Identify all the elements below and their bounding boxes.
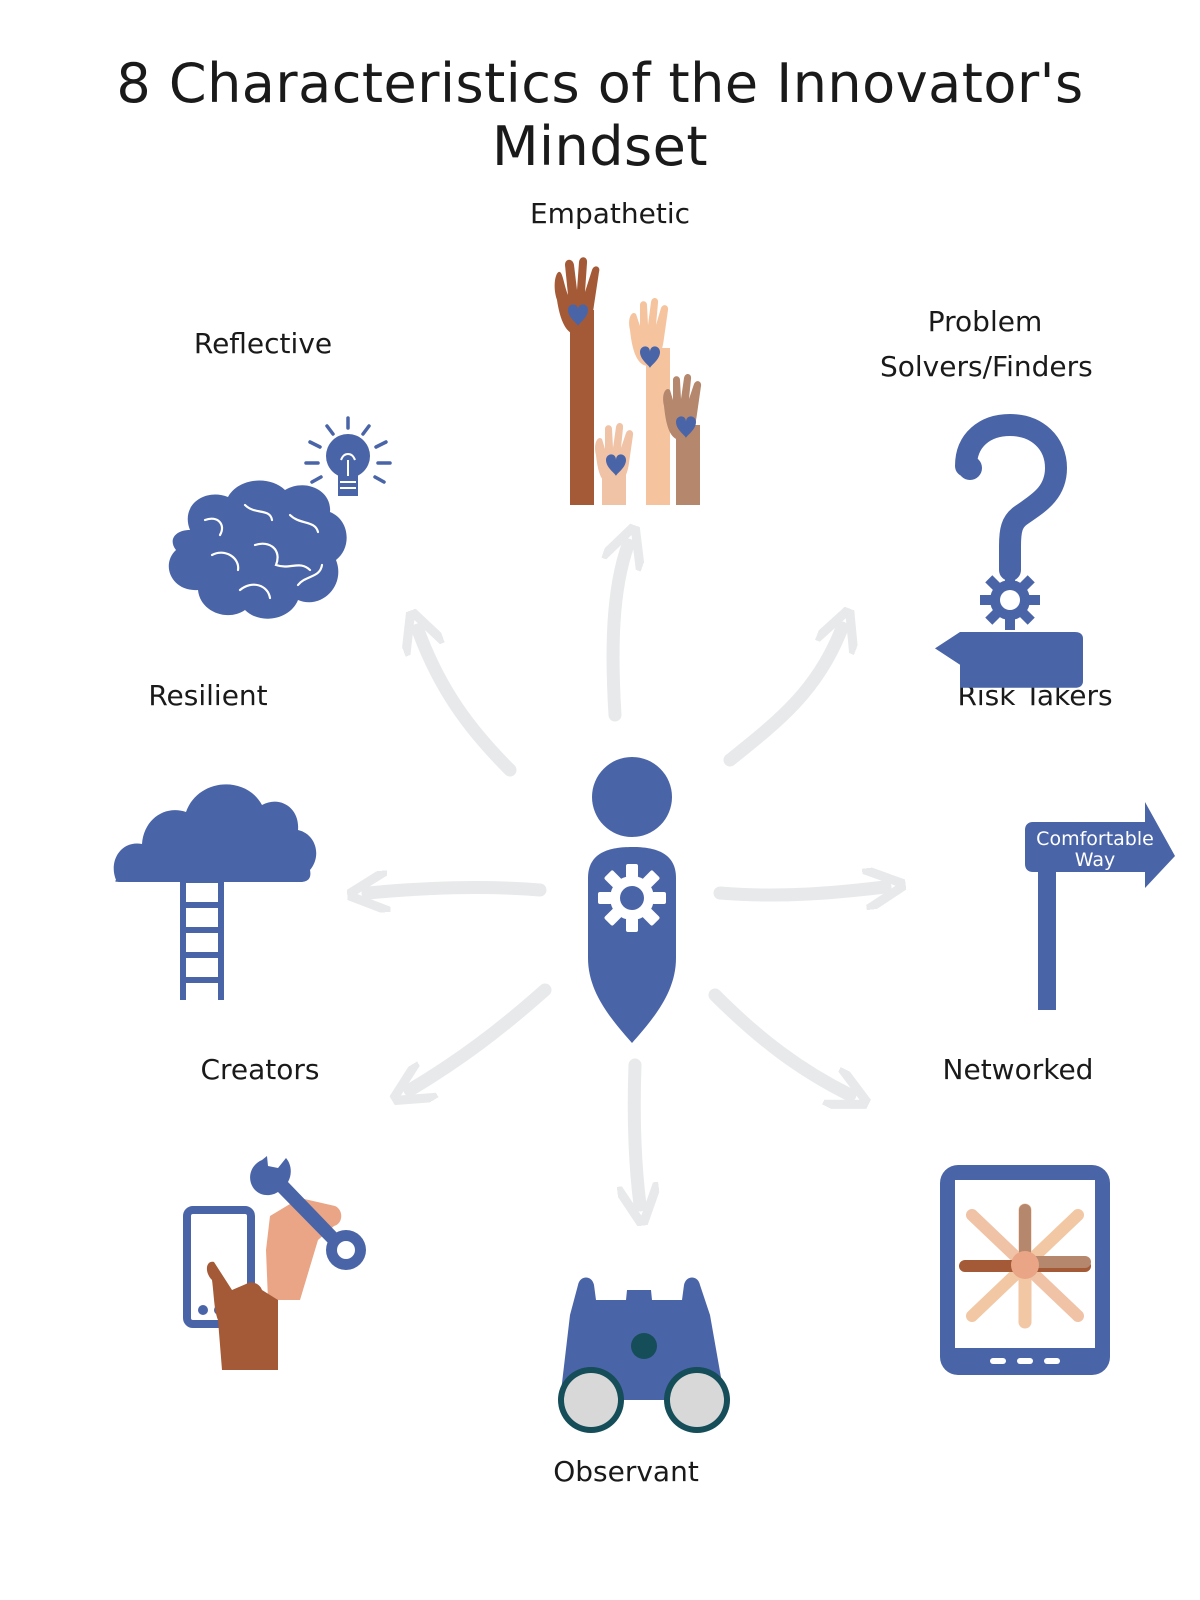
- question-mark-icon: [955, 413, 1068, 630]
- signpost-icon: New & Better Way Comfortable Way: [935, 632, 1175, 1010]
- sign-new-better-line1: New & Better: [948, 778, 1076, 800]
- small-gear-icon: [980, 570, 1040, 630]
- label-problem-solvers-line1: Problem: [927, 305, 1043, 338]
- label-creators: Creators: [200, 1053, 320, 1086]
- wrench-icon: [250, 1156, 366, 1270]
- arrows-group: [368, 545, 885, 1205]
- binoculars-icon: [558, 1277, 730, 1433]
- sign-new-better-line2: Way: [992, 798, 1032, 820]
- label-problem-solvers: Problem Solvers/Finders: [880, 300, 1093, 390]
- gear-icon: [598, 864, 666, 932]
- label-empathetic: Empathetic: [529, 197, 690, 230]
- creators-icon: [183, 1156, 366, 1370]
- label-problem-solvers-line2: Solvers/Finders: [880, 349, 1093, 383]
- page-title: 8 Characteristics of the Innovator's Min…: [116, 52, 1084, 178]
- arrow-left: [368, 887, 547, 893]
- label-networked: Networked: [942, 1053, 1094, 1086]
- sign-comfortable-line1: Comfortable: [1036, 828, 1154, 850]
- joined-hands-icon: [959, 1203, 1091, 1329]
- brain-icon: [168, 480, 347, 619]
- arrow-down-left: [410, 983, 552, 1090]
- light-bulb-icon: [304, 416, 392, 496]
- arrow-up-right: [723, 628, 842, 767]
- arrow-down-right: [708, 988, 850, 1095]
- arrow-up: [613, 545, 628, 722]
- label-observant: Observant: [553, 1455, 699, 1488]
- arrow-right: [713, 887, 885, 895]
- label-reflective: Reflective: [193, 327, 333, 360]
- arrow-down: [634, 1058, 640, 1205]
- sign-comfortable-line2: Way: [1075, 849, 1115, 871]
- cloud-ladder-icon: [113, 784, 317, 1000]
- label-resilient: Resilient: [148, 679, 268, 712]
- arrow-up-left: [418, 630, 517, 777]
- center-person-icon: [588, 757, 676, 1043]
- tablet-icon: [940, 1165, 1110, 1375]
- raised-hands-icon: [554, 257, 702, 505]
